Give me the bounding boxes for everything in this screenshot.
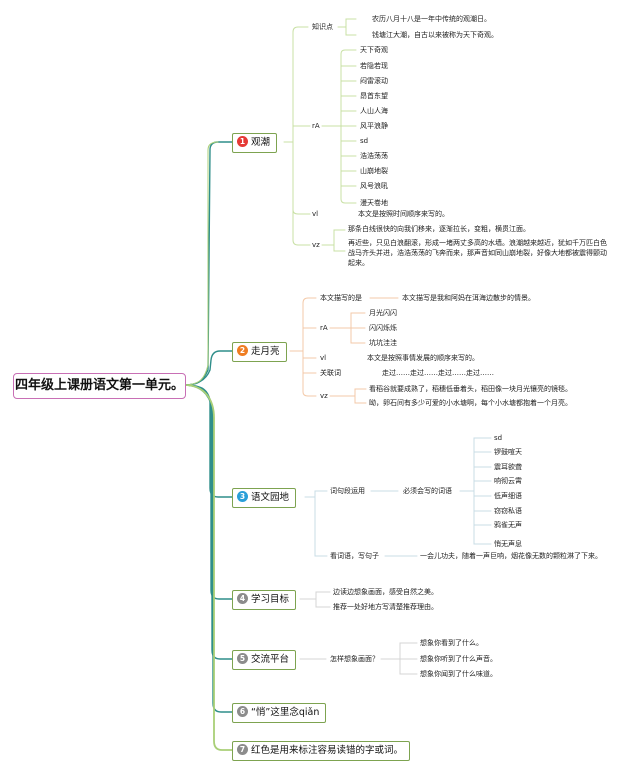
guanlian-label: 关联词 xyxy=(320,369,341,377)
vz-label: vz xyxy=(312,241,320,249)
number-badge: 7 xyxy=(237,744,248,755)
topic-label: 观潮 xyxy=(251,137,271,148)
topic-label: 语文园地 xyxy=(251,492,290,503)
zhishi-item: 农历八月十八是一年中传统的观潮日。 xyxy=(372,15,491,23)
ra-word: 漫天卷地 xyxy=(360,199,388,207)
topic-qiao-pronunciation[interactable]: 6“悄”这里念qiǎn xyxy=(232,703,327,723)
vz-text: 呦，卵石间有多少可爱的小水塘啊，每个小水塘都抱着一个月亮。 xyxy=(369,399,572,407)
word-item: 锣鼓喧天 xyxy=(494,448,522,456)
ra-word: 山崩地裂 xyxy=(360,167,388,175)
word-item: 响彻云霄 xyxy=(494,477,522,485)
word-item: sd xyxy=(494,434,503,442)
ciju-label: 词句段运用 xyxy=(330,487,365,495)
vz-label: vz xyxy=(320,392,328,400)
ra-word: 风号浪吼 xyxy=(360,182,388,190)
topic-label: “悄”这里念qiǎn xyxy=(251,707,320,718)
word-item: 鸦雀无声 xyxy=(494,521,522,529)
number-badge: 1 xyxy=(237,136,248,147)
word-item: 悄无声息 xyxy=(494,540,522,548)
vz-text: 再近些，只见白浪翻滚，形成一堵两丈多高的水墙。浪潮越来越近，犹如千万匹白色战马齐… xyxy=(348,239,607,267)
jiaoliu-item: 想象你听到了什么声音。 xyxy=(420,655,497,663)
number-badge: 4 xyxy=(237,593,248,604)
topic-label: 学习目标 xyxy=(251,594,290,605)
jiaoliu-item: 想象你看到了什么。 xyxy=(420,639,483,647)
bixu-label: 必须会写的词语 xyxy=(403,487,452,495)
zhishi-item: 钱塘江大潮，自古以来被称为天下奇观。 xyxy=(372,31,498,39)
ra-word: 闪闪烁烁 xyxy=(369,324,397,332)
topic-label: 走月亮 xyxy=(251,346,280,357)
ra-word: 人山人海 xyxy=(360,107,388,115)
kan-label: 看词语，写句子 xyxy=(330,552,379,560)
vl-text: 本文是按照时间顺序来写的。 xyxy=(358,210,449,218)
ben-label: 本文描写的是 xyxy=(320,294,362,302)
word-item: 震耳欲聋 xyxy=(494,463,522,471)
zhishi-label: 知识点 xyxy=(312,23,333,31)
vz-text: 那条白线很快的向我们移来，逐渐拉长，变粗，横贯江面。 xyxy=(348,225,530,233)
ra-label: rA xyxy=(312,122,320,130)
topic-label: 红色是用来标注容易读错的字或词。 xyxy=(251,745,404,756)
root-node: 四年级上课册语文第一单元。 xyxy=(13,373,186,399)
ra-word: 闷雷滚动 xyxy=(360,77,388,85)
ra-word: 风平浪静 xyxy=(360,122,388,130)
number-badge: 3 xyxy=(237,491,248,502)
topic-label: 交流平台 xyxy=(251,654,290,665)
number-badge: 5 xyxy=(237,653,248,664)
ra-word: 浩浩荡荡 xyxy=(360,152,388,160)
word-item: 低声细语 xyxy=(494,492,522,500)
vz-text: 看稻谷就要成熟了，稻穗低垂着头，稻田像一块月光镶亮的镜毯。 xyxy=(369,385,572,393)
vl-text: 本文是按照事情发展的顺序来写的。 xyxy=(367,354,479,362)
ra-word: 坑坑洼洼 xyxy=(369,339,397,347)
ra-word: 昂首东望 xyxy=(360,92,388,100)
xuexi-item: 边读边想象画面，感受自然之美。 xyxy=(333,588,438,596)
jiaoliu-label: 怎样想象画面？ xyxy=(330,655,379,663)
guanlian-text: 走过……走过……走过……走过…… xyxy=(382,369,494,377)
ra-word: 月光闪闪 xyxy=(369,309,397,317)
ra-word: 若隐若现 xyxy=(360,62,388,70)
ra-label: rA xyxy=(320,324,328,332)
vl-label: vl xyxy=(320,354,327,362)
word-item: 窃窃私语 xyxy=(494,507,522,515)
number-badge: 2 xyxy=(237,345,248,356)
kan-text: 一会儿功夫，随着一声巨响，烟花像无数的颗粒淋了下来。 xyxy=(420,552,602,560)
ra-word: sd xyxy=(360,137,369,145)
ben-text: 本文描写是我和阿妈在洱海边散步的情景。 xyxy=(402,294,535,302)
number-badge: 6 xyxy=(237,706,248,717)
jiaoliu-item: 想象你闻到了什么味道。 xyxy=(420,670,497,678)
vl-label: vl xyxy=(312,210,319,218)
ra-word: 天下奇观 xyxy=(360,46,388,54)
xuexi-item: 推荐一处好地方写清楚推荐理由。 xyxy=(333,603,438,611)
